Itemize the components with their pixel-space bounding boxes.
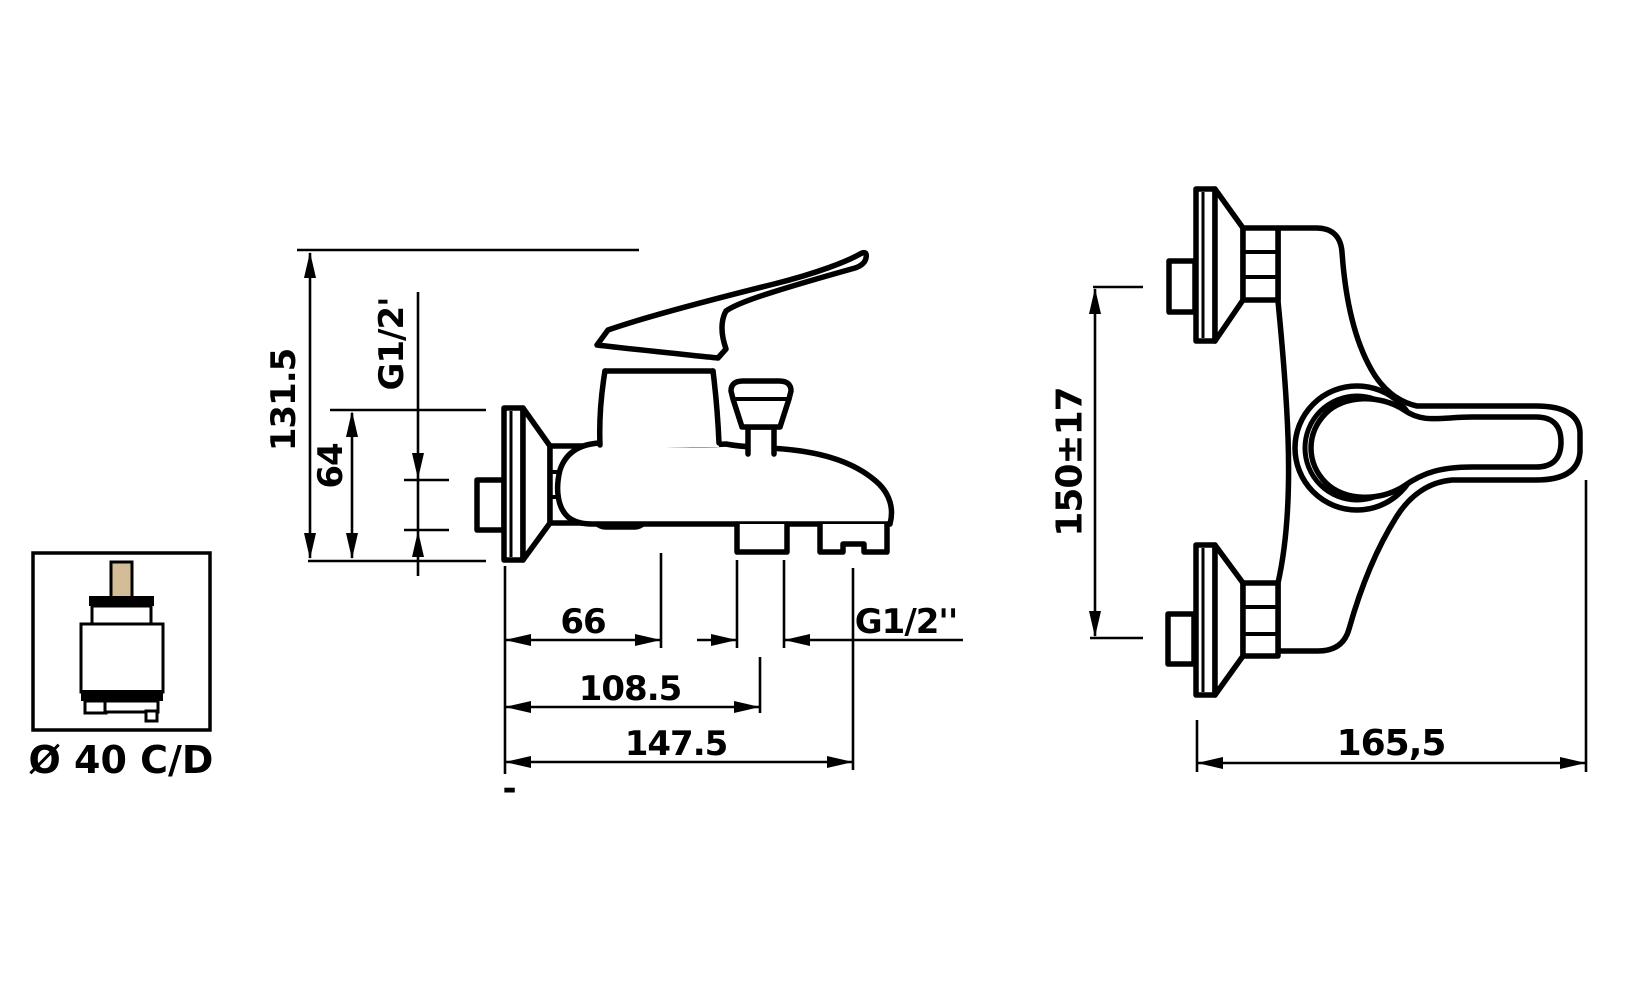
dim-inlet-centers: 150±17	[1050, 285, 1143, 640]
front-view-fixture	[1165, 186, 1583, 698]
dome-fill	[599, 371, 719, 447]
dim-wall-to-spout: 147.5	[505, 724, 853, 768]
dim-wall-to-hose: 108.5	[505, 669, 760, 713]
lower-escutcheon-plate	[1193, 542, 1218, 698]
dim-overall-width: 165,5	[1195, 480, 1588, 772]
side-view-dimensions: 131.5 64 G1/2'	[264, 248, 963, 809]
cartridge-foot	[144, 709, 159, 723]
escutcheon-plate	[501, 405, 526, 563]
cartridge-tab-right	[103, 699, 160, 714]
dim-overall-width-label: 165,5	[1337, 723, 1446, 764]
dim-outlet-thread-label: G1/2''	[855, 602, 957, 642]
cartridge-collar	[89, 596, 154, 606]
wall-pipe-stub	[474, 477, 507, 533]
dome-left-edge	[597, 368, 608, 448]
dim-wall-to-hose-label: 108.5	[579, 669, 682, 709]
dim-inlet-thread: G1/2'	[372, 292, 449, 576]
lower-nut	[1240, 580, 1281, 659]
cartridge-body	[79, 622, 165, 694]
dome-right-edge	[710, 368, 722, 446]
upper-escutcheon-plate	[1193, 186, 1218, 344]
dim-inlet-thread-label: G1/2'	[372, 297, 412, 390]
diverter-knob	[728, 378, 794, 430]
front-view: 150±17 165,5	[1050, 186, 1588, 772]
upper-wall-mount	[1166, 186, 1281, 344]
dim-total-height-label: 131.5	[264, 349, 304, 452]
side-view: 131.5 64 G1/2'	[264, 248, 963, 809]
dim-lower-height-label: 64	[311, 443, 351, 489]
dim-wall-to-cartridge-label: 66	[560, 602, 605, 642]
cartridge-inset: Ø 40 C/D	[29, 551, 214, 782]
spout-outlet	[817, 521, 890, 555]
side-view-fixture	[474, 249, 895, 563]
lower-wall-mount	[1165, 542, 1281, 698]
cartridge-drawing	[79, 560, 165, 723]
dim-wall-to-cartridge: 66	[505, 602, 661, 646]
dim-inlet-centers-label: 150±17	[1050, 387, 1091, 536]
cartridge-neck	[90, 604, 153, 626]
lower-escutcheon-cone	[1212, 542, 1246, 698]
tick-mark: -	[502, 769, 515, 809]
upper-escutcheon-cone	[1212, 186, 1246, 344]
cartridge-stem	[109, 560, 134, 600]
mixer-body	[554, 440, 895, 527]
lever-top-surface	[1308, 396, 1564, 500]
diverter-stem	[745, 424, 777, 457]
cartridge-diameter-label: Ø 40 C/D	[29, 738, 214, 782]
dim-lower-height: 64	[311, 411, 358, 559]
escutcheon-cone	[520, 405, 553, 563]
cartridge-tab-left	[83, 699, 108, 715]
hose-outlet	[734, 521, 790, 555]
lower-pipe-stub	[1165, 611, 1197, 667]
dim-total-height: 131.5	[264, 252, 316, 559]
upper-pipe-stub	[1166, 258, 1198, 315]
cartridge-base-band	[81, 690, 163, 701]
front-view-dimensions: 150±17 165,5	[1050, 285, 1588, 772]
upper-nut	[1240, 225, 1281, 303]
dim-wall-to-spout-label: 147.5	[625, 724, 728, 764]
lever-handle	[594, 249, 869, 361]
dim-outlet-thread: G1/2''	[697, 602, 963, 646]
